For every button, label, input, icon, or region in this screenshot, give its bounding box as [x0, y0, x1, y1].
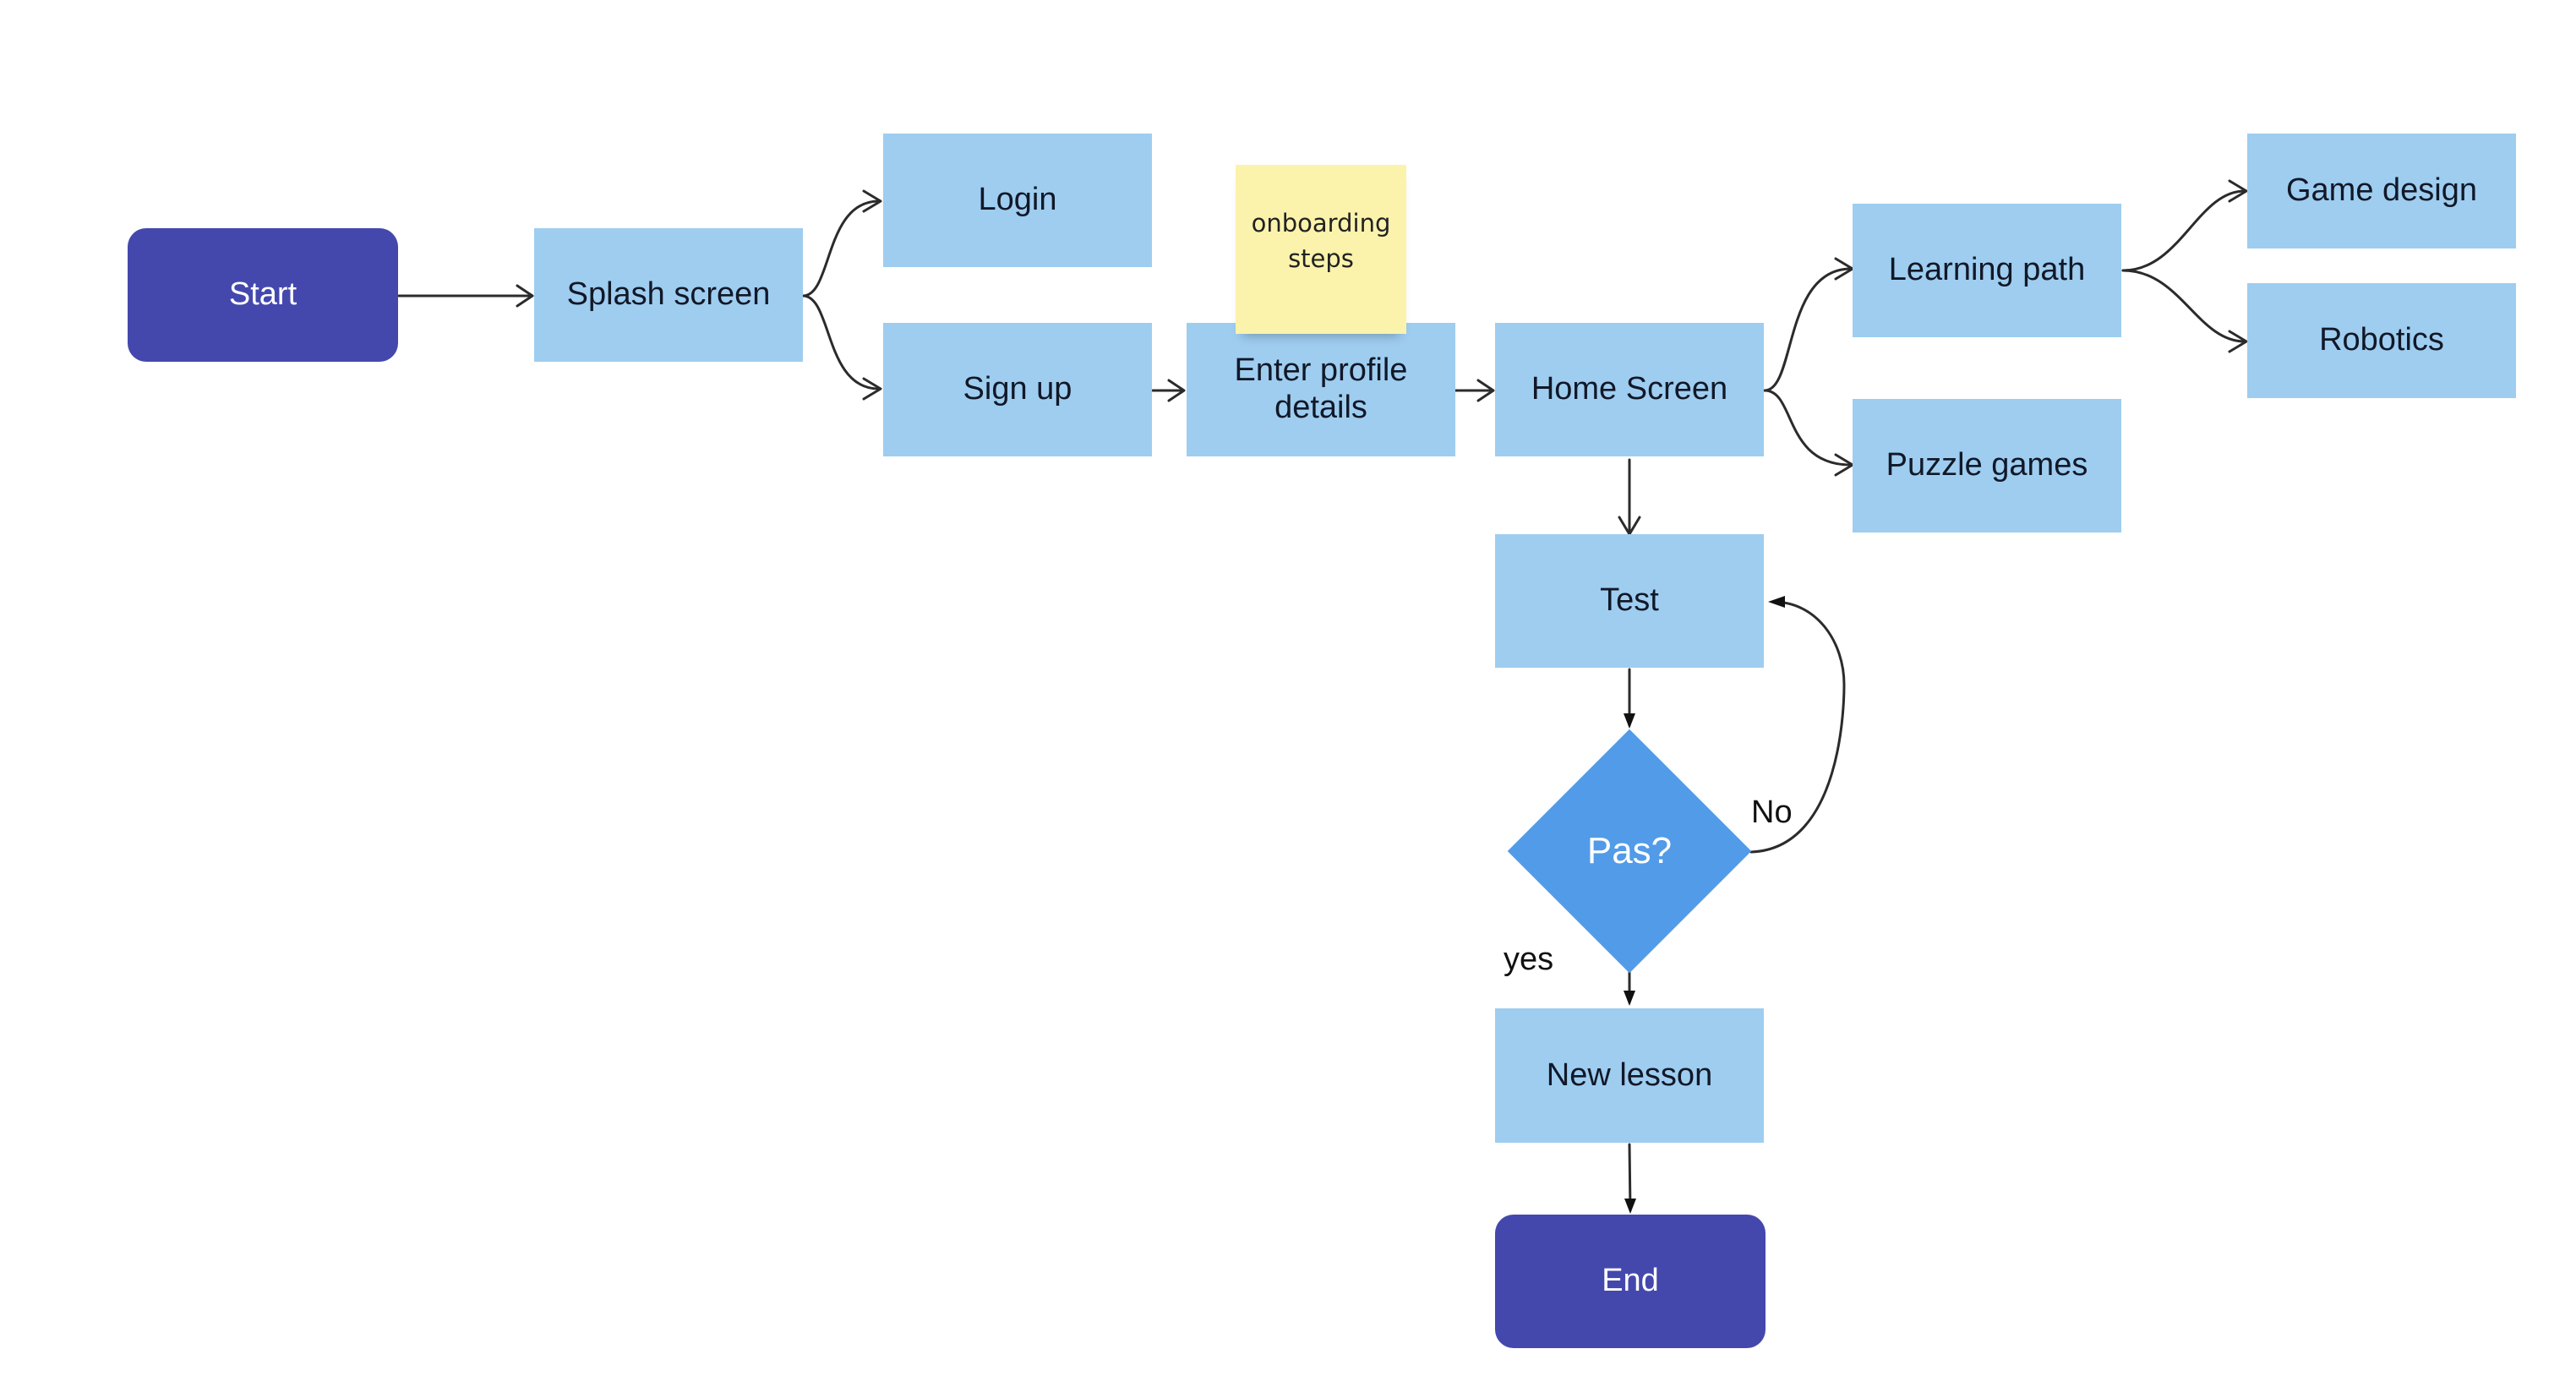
- enter-profile-details-node[interactable]: Enter profile details: [1187, 323, 1455, 456]
- start-node[interactable]: Start: [128, 228, 398, 362]
- start-node-label: Start: [228, 276, 297, 313]
- edge-profile-home: [1454, 379, 1495, 402]
- edge-splash-signup: [801, 294, 882, 401]
- learning-path-label: Learning path: [1888, 252, 2086, 288]
- learning-path-node[interactable]: Learning path: [1853, 204, 2121, 337]
- test-label: Test: [1600, 582, 1659, 619]
- edge-newlesson-end: [1624, 1143, 1636, 1214]
- edge-splash-login: [801, 189, 882, 298]
- edge-test-decision: [1624, 668, 1635, 729]
- edge-home-puzzle: [1763, 389, 1854, 477]
- edge-start-splash: [397, 284, 534, 308]
- edge-decision-yes-newlesson: [1624, 970, 1635, 1006]
- edge-home-learning: [1763, 257, 1854, 392]
- onboarding-sticky-note[interactable]: onboarding steps: [1236, 165, 1406, 334]
- pass-decision-label: Pas?: [1586, 830, 1673, 871]
- login-label: Login: [978, 182, 1057, 218]
- edge-label-yes: yes: [1504, 942, 1554, 977]
- home-screen-node[interactable]: Home Screen: [1495, 323, 1764, 456]
- edge-learning-robotics: [2121, 269, 2248, 353]
- home-screen-label: Home Screen: [1531, 371, 1728, 407]
- onboarding-sticky-text: onboarding steps: [1251, 209, 1391, 274]
- robotics-node[interactable]: Robotics: [2247, 283, 2516, 398]
- sign-up-label: Sign up: [963, 371, 1072, 407]
- game-design-node[interactable]: Game design: [2247, 134, 2516, 248]
- pass-decision-node[interactable]: Pas?: [1507, 729, 1752, 974]
- edge-learning-gamedesign: [2121, 179, 2248, 272]
- splash-screen-node[interactable]: Splash screen: [534, 228, 803, 362]
- puzzle-games-node[interactable]: Puzzle games: [1853, 399, 2121, 532]
- new-lesson-label: New lesson: [1546, 1057, 1713, 1093]
- edge-decision-no-test: [1749, 596, 1846, 854]
- login-node[interactable]: Login: [883, 134, 1152, 267]
- end-node[interactable]: End: [1495, 1215, 1766, 1348]
- end-node-label: End: [1602, 1263, 1659, 1299]
- edge-signup-profile: [1151, 379, 1186, 402]
- new-lesson-node[interactable]: New lesson: [1495, 1008, 1764, 1143]
- game-design-label: Game design: [2285, 172, 2477, 209]
- enter-profile-details-label: Enter profile details: [1234, 352, 1408, 425]
- edge-label-no: No: [1751, 795, 1793, 830]
- edge-home-test: [1618, 458, 1641, 536]
- sign-up-node[interactable]: Sign up: [883, 323, 1152, 456]
- robotics-label: Robotics: [2319, 322, 2444, 358]
- splash-screen-label: Splash screen: [566, 276, 771, 313]
- test-node[interactable]: Test: [1495, 534, 1764, 668]
- puzzle-games-label: Puzzle games: [1886, 447, 2088, 483]
